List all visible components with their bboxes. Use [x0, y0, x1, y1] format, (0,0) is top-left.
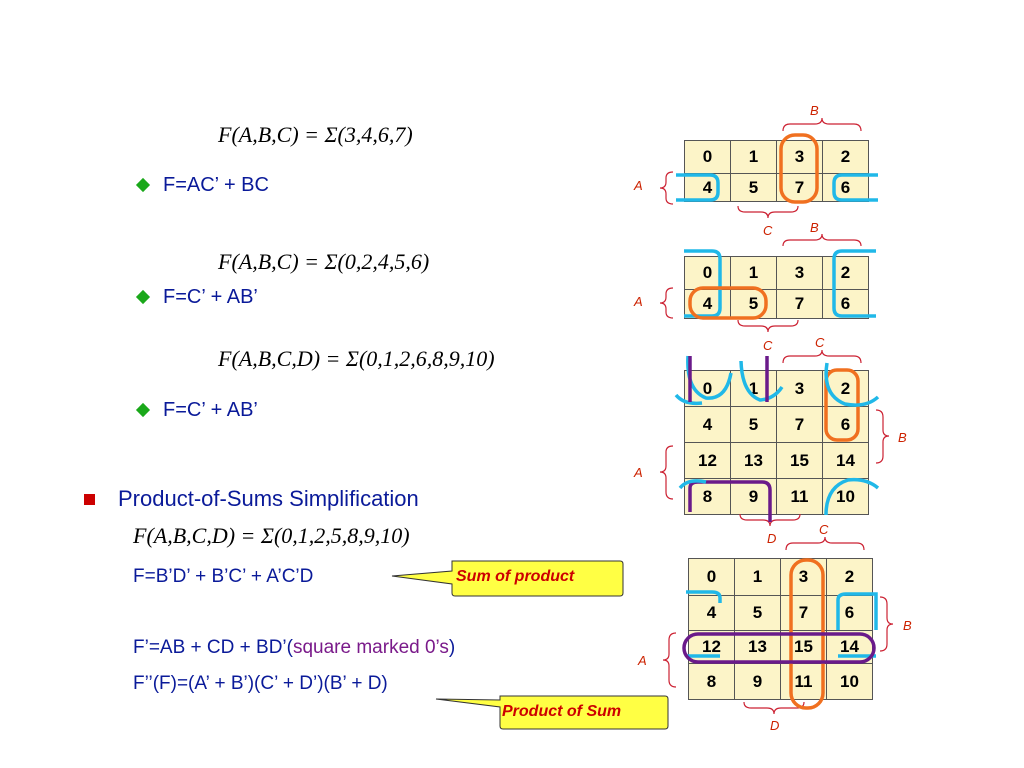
kmap-2-label-bottom: C — [763, 338, 773, 353]
kmap-cell: 5 — [730, 406, 777, 443]
brace-bottom — [737, 205, 799, 219]
group-loop — [686, 590, 722, 603]
brace-left — [662, 632, 677, 688]
kmap-cell: 5 — [730, 173, 777, 202]
group-loop — [676, 173, 720, 202]
square-bullet-icon — [84, 494, 95, 505]
kmap-cell: 2 — [822, 256, 869, 290]
brace-top — [782, 117, 862, 132]
kmap-cell: 13 — [730, 442, 777, 479]
kmap-3-label-top: C — [815, 335, 825, 350]
brace-top — [782, 349, 862, 364]
brace-right — [875, 409, 890, 464]
pos-formula: F(A,B,C,D) = Σ(0,1,2,5,8,9,10) — [133, 523, 410, 548]
kmap-cell: 1 — [734, 558, 781, 596]
result-example-3: F=C’ + AB’ — [163, 399, 258, 421]
braces — [659, 117, 894, 715]
kmap-cell: 7 — [780, 595, 827, 631]
kmap-1: 0 1 3 2 4 5 7 6 — [684, 140, 869, 202]
brace-right — [879, 596, 894, 652]
brace-left — [659, 445, 674, 500]
group-loop — [836, 592, 878, 630]
brace-left — [659, 171, 674, 205]
kmap-cell: 6 — [826, 595, 873, 631]
pos-line-2-main: F’=AB + CD + BD’( — [133, 637, 293, 658]
pos-heading: Product-of-Sums Simplification — [118, 486, 419, 511]
kmap-cell: 7 — [776, 289, 823, 319]
group-loop — [688, 480, 772, 522]
kmap-cell: 11 — [780, 663, 827, 700]
kmap-cell: 0 — [684, 140, 731, 174]
group-loop — [684, 249, 722, 318]
kmap-cell: 1 — [730, 370, 777, 407]
pos-line-1: F=B’D’ + B’C’ + A’C’D — [133, 566, 314, 587]
kmap-2-label-left: A — [634, 294, 643, 309]
callout-pos-box — [435, 695, 669, 730]
pos-line-2-close: ) — [448, 637, 456, 658]
kmap-4-label-left: A — [638, 653, 647, 668]
kmap-cell: 15 — [776, 442, 823, 479]
kmap-cell: 1 — [730, 140, 777, 174]
brace-left — [659, 287, 674, 319]
callout-sop-label: Sum of product — [456, 568, 575, 585]
callout-sop-box — [391, 560, 624, 597]
group-loop — [688, 286, 768, 320]
brace-bottom — [737, 319, 799, 333]
kmap-3-label-left: A — [634, 465, 643, 480]
kmap-3-label-bottom: D — [767, 531, 777, 546]
kmap-cell: 12 — [684, 442, 731, 479]
kmap-1-label-left: A — [634, 178, 643, 193]
brace-bottom — [739, 513, 801, 527]
kmap-4-label-top: C — [819, 522, 829, 537]
kmap-cell: 1 — [730, 256, 777, 290]
group-loop — [832, 249, 876, 318]
formula-example-2: F(A,B,C) = Σ(0,2,4,5,6) — [218, 249, 430, 274]
kmap-4-label-bottom: D — [770, 718, 780, 733]
callout-pos-label: Product of Sum — [502, 703, 622, 720]
group-loop — [682, 632, 876, 664]
group-loop — [674, 393, 703, 406]
kmap-2-label-top: B — [810, 220, 819, 235]
kmap-4-label-right: B — [903, 618, 912, 633]
pos-line-2: F’=AB + CD + BD’(square marked 0’s) — [133, 637, 455, 659]
formula-example-1: F(A,B,C) = Σ(3,4,6,7) — [218, 122, 413, 147]
kmap-1-label-bottom: C — [763, 223, 773, 238]
kmap-3: 0 1 3 2 4 5 7 6 12 13 15 14 8 9 11 10 — [684, 370, 869, 515]
kmap-cell: 2 — [826, 558, 873, 596]
brace-top — [782, 233, 862, 247]
kmap-1-label-top: B — [810, 103, 819, 118]
group-loop — [824, 362, 880, 407]
kmap-cell: 10 — [826, 663, 873, 700]
kmap-cell: 14 — [822, 442, 869, 479]
pos-line-3: F’’(F)=(A’ + B’)(C’ + D’)(B’ + D) — [133, 673, 388, 694]
group-loop — [739, 360, 784, 402]
kmap-cell: 4 — [688, 595, 735, 631]
group-loop — [824, 477, 880, 516]
kmap-cell: 8 — [688, 663, 735, 700]
group-loop — [686, 355, 733, 400]
result-example-1: F=AC’ + BC — [163, 174, 269, 196]
kmap-3-label-right: B — [898, 430, 907, 445]
pos-line-2-note: square marked 0’s — [292, 637, 449, 658]
result-example-2: F=C’ + AB’ — [163, 286, 258, 308]
kmap-cell: 4 — [684, 406, 731, 443]
brace-top — [785, 536, 865, 551]
group-loop — [779, 133, 819, 204]
group-loop — [832, 173, 878, 202]
kmap-cell: 3 — [776, 256, 823, 290]
kmap-cell: 9 — [734, 663, 781, 700]
kmap-cell: 6 — [822, 289, 869, 319]
kmap-4: 0 1 3 2 4 5 7 6 12 13 15 14 8 9 11 10 — [688, 558, 873, 700]
group-loop — [678, 479, 707, 490]
formula-example-3: F(A,B,C,D) = Σ(0,1,2,6,8,9,10) — [218, 346, 495, 371]
kmap-cell: 7 — [776, 406, 823, 443]
